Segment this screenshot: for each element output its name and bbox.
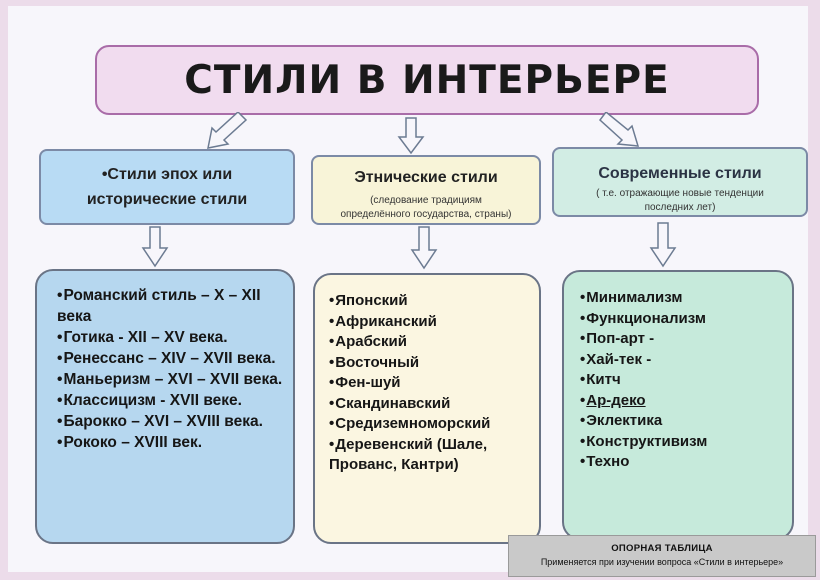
arrow-to-historical-icon	[207, 112, 248, 149]
title-box: СТИЛИ В ИНТЕРЬЕРЕ	[95, 45, 759, 115]
bullet-icon: •	[329, 374, 335, 391]
category-ethnic-subtitle-line1: (следование традициям	[370, 195, 482, 206]
arrow-modern-list-icon	[649, 222, 677, 268]
bullet-icon: •	[580, 412, 586, 429]
footer-title: ОПОРНАЯ ТАБЛИЦА	[611, 543, 713, 554]
list-item: •Ар-деко	[580, 391, 646, 409]
list-item: •Конструктивизм	[580, 432, 708, 450]
category-ethnic-subtitle-line2: определённого государства, страны)	[340, 209, 512, 220]
bullet-icon: •	[57, 434, 63, 451]
category-historical-title-line1: •Стили эпох или	[101, 166, 233, 183]
list-item: •Средиземноморский	[329, 415, 491, 432]
list-item: •Китч	[580, 371, 621, 388]
category-ethnic: Этнические стили (следование традициям о…	[311, 155, 541, 225]
bullet-icon: •	[57, 287, 63, 304]
list-item: •Классицизм - XVII веке.	[57, 392, 242, 409]
list-item: •Африканский	[329, 312, 437, 330]
bullet-icon: •	[329, 333, 335, 350]
category-historical-title-line2: исторические стили	[86, 191, 248, 208]
arrow-historical-list-icon	[141, 226, 169, 268]
bullet-icon: •	[329, 353, 335, 371]
list-item: •Арабский	[329, 333, 407, 350]
list-item: •Минимализм	[580, 289, 683, 306]
list-item: •Функционализм	[580, 309, 706, 327]
arrow-ethnic-list-icon	[410, 226, 438, 270]
list-item: •Фен-шуй	[329, 374, 401, 391]
list-item: •Скандинавский	[329, 394, 451, 412]
historical-styles-list: •Романский стиль – X – XII века •Готика …	[35, 269, 295, 544]
bullet-icon: •	[57, 392, 63, 409]
footer-subtitle: Применяется при изучении вопроса «Стили …	[540, 557, 784, 567]
bullet-icon: •	[57, 371, 63, 388]
list-item: •Поп-арт -	[580, 330, 655, 347]
list-item: •Хай-тек -	[580, 350, 652, 368]
list-item: •Романский стиль – X – XII века	[57, 287, 261, 325]
category-ethnic-title: Этнические стили	[354, 169, 498, 186]
arrow-to-ethnic-icon	[397, 117, 425, 155]
bullet-icon: •	[329, 312, 335, 330]
list-item: •Рококо – XVIII век.	[57, 434, 203, 451]
list-item: •Готика - XII – XV века.	[57, 329, 228, 346]
poster-title: СТИЛИ В ИНТЕРЬЕРЕ	[184, 57, 670, 103]
category-modern-subtitle-line1: ( т.е. отражающие новые тенденции	[596, 188, 764, 199]
bullet-icon: •	[580, 371, 586, 388]
category-modern-subtitle-line2: последних лет)	[644, 202, 716, 213]
bullet-icon: •	[580, 289, 586, 306]
bullet-icon: •	[580, 350, 586, 368]
bullet-icon: •	[329, 435, 335, 453]
bullet-icon: •	[57, 413, 63, 430]
list-item: •Ренессанс – XIV – XVII века.	[57, 350, 276, 367]
list-item: •Техно	[580, 453, 630, 470]
list-item: •Восточный	[329, 353, 420, 371]
category-historical: •Стили эпох или исторические стили	[39, 149, 295, 225]
list-item: •Эклектика	[580, 412, 663, 429]
bullet-icon: •	[580, 330, 586, 347]
bullet-icon: •	[329, 394, 335, 412]
footer-label: ОПОРНАЯ ТАБЛИЦА Применяется при изучении…	[508, 535, 816, 577]
list-item: •Японский	[329, 292, 408, 309]
bullet-icon: •	[57, 350, 63, 367]
ethnic-styles-list: •Японский •Африканский •Арабский •Восточ…	[313, 273, 541, 544]
bullet-icon: •	[580, 432, 586, 450]
list-item: •Маньеризм – XVI – XVII века.	[57, 371, 283, 388]
bullet-icon: •	[580, 391, 586, 409]
bullet-icon: •	[580, 453, 586, 470]
arrow-to-modern-icon	[598, 112, 640, 147]
bullet-icon: •	[329, 292, 335, 309]
list-item: •Барокко – XVI – XVIII века.	[57, 413, 263, 430]
list-item: •Деревенский (Шале, Прованс, Кантри)	[329, 435, 488, 474]
modern-styles-list: •Минимализм •Функционализм •Поп-арт - •Х…	[562, 270, 794, 540]
bullet-icon: •	[57, 329, 63, 346]
bullet-icon: •	[580, 309, 586, 327]
category-modern-title: Современные стили	[598, 165, 762, 182]
category-modern: Современные стили ( т.е. отражающие новы…	[552, 147, 808, 217]
bullet-icon: •	[329, 415, 335, 432]
